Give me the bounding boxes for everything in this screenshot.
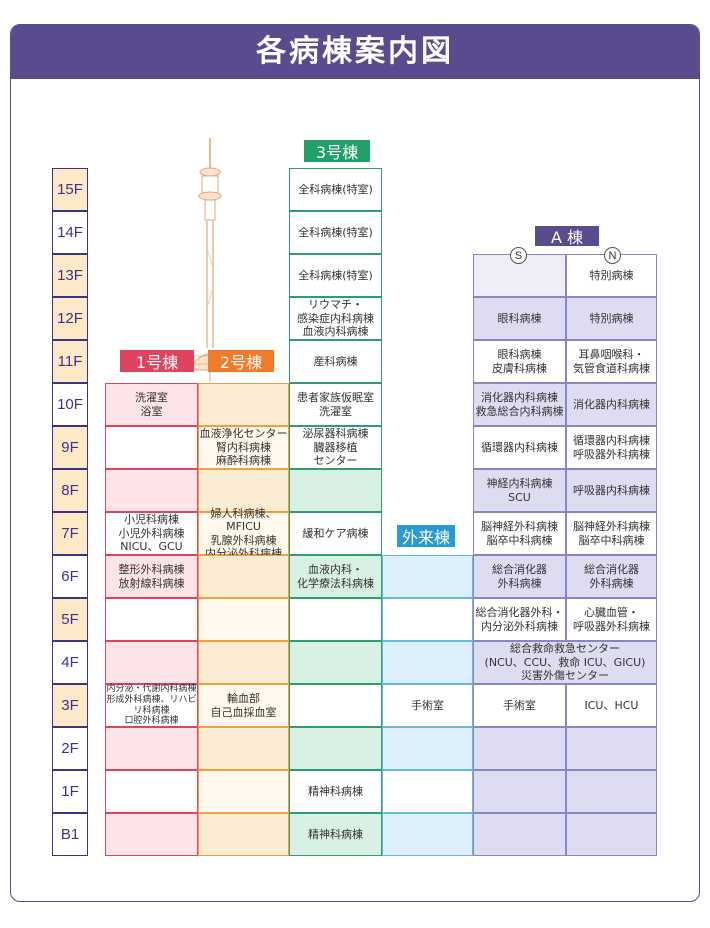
a_n-cell-1f	[566, 770, 657, 813]
b2-cell-10f	[198, 383, 289, 426]
page-title: 各病棟案内図	[11, 25, 699, 79]
a_s-cell-2f	[473, 727, 566, 770]
building-label-outpatient: 外来棟	[397, 525, 455, 547]
b3-cell-1f: 精神科病棟	[289, 770, 382, 813]
a_n-cell-12f: 特別病棟	[566, 297, 657, 340]
b1-cell-5f	[105, 598, 198, 641]
b1-cell-1f	[105, 770, 198, 813]
a_n-cell-5f: 心臓血管・ 呼吸器外科病棟	[566, 598, 657, 641]
b3-cell-b1: 精神科病棟	[289, 813, 382, 856]
floor-label-12f: 12F	[52, 297, 88, 340]
floor-label-3f: 3F	[52, 684, 88, 727]
a_s-cell-6f: 総合消化器 外科病棟	[473, 555, 566, 598]
floor-label-7f: 7F	[52, 512, 88, 555]
a_n-cell-3f: ICU、HCU	[566, 684, 657, 727]
floor-label-6f: 6F	[52, 555, 88, 598]
outpatient-cell-2f	[382, 727, 473, 770]
a_n-cell-6f: 総合消化器 外科病棟	[566, 555, 657, 598]
building-label-b2: 2号棟	[208, 350, 274, 372]
b3-cell-13f: 全科病棟(特室)	[289, 254, 382, 297]
a-cell-4f-merged: 総合救命救急センター (NCU、CCU、救命 ICU、GICU) 災害外傷センタ…	[473, 641, 657, 684]
a_n-cell-2f	[566, 727, 657, 770]
outpatient-cell-1f	[382, 770, 473, 813]
b2-cell-5f	[198, 598, 289, 641]
b2-cell-6f	[198, 555, 289, 598]
a_s-cell-11f: 眼科病棟 皮膚科病棟	[473, 340, 566, 383]
floor-label-10f: 10F	[52, 383, 88, 426]
floor-label-9f: 9F	[52, 426, 88, 469]
b3-cell-12f: リウマチ・ 感染症内科病棟 血液内科病棟	[289, 297, 382, 340]
b3-cell-5f	[289, 598, 382, 641]
b3-cell-15f: 全科病棟(特室)	[289, 168, 382, 211]
a_s-cell-7f: 脳神経外科病棟 脳卒中科病棟	[473, 512, 566, 555]
outpatient-cell-6f	[382, 555, 473, 598]
floor-label-13f: 13F	[52, 254, 88, 297]
b3-cell-6f: 血液内科・ 化学療法科病棟	[289, 555, 382, 598]
b1-cell-10f: 洗濯室 浴室	[105, 383, 198, 426]
a_s-cell-8f: 神経内科病棟 SCU	[473, 469, 566, 512]
a_s-cell-12f: 眼科病棟	[473, 297, 566, 340]
b1-cell-3f: 内分泌・代謝内科病棟 形成外科病棟、リハビリ科病棟 口腔外科病棟	[105, 683, 198, 727]
b2-cell-9f: 血液浄化センター 腎内科病棟 麻酔科病棟	[198, 426, 289, 469]
a-north-mark-icon: N	[604, 247, 621, 264]
b1-cell-6f: 整形外科病棟 放射線科病棟	[105, 555, 198, 598]
a_s-cell-b1	[473, 813, 566, 856]
a_s-cell-10f: 消化器内科病棟 救急総合内科病棟	[473, 383, 566, 426]
floor-label-14f: 14F	[52, 211, 88, 254]
b3-cell-9f: 泌尿器科病棟 臓器移植 センター	[289, 426, 382, 469]
building-label-a: A 棟	[535, 226, 599, 247]
b3-cell-8f	[289, 469, 382, 512]
outpatient-cell-4f	[382, 641, 473, 684]
b3-cell-7f: 緩和ケア病棟	[289, 512, 382, 555]
floor-label-15f: 15F	[52, 168, 88, 211]
b2-cell-4f	[198, 641, 289, 684]
outpatient-cell-5f	[382, 598, 473, 641]
a_s-cell-9f: 循環器内科病棟	[473, 426, 566, 469]
b3-cell-2f	[289, 727, 382, 770]
b3-cell-14f: 全科病棟(特室)	[289, 211, 382, 254]
a_n-cell-10f: 消化器内科病棟	[566, 383, 657, 426]
b1-cell-4f	[105, 641, 198, 684]
b2-cell-3f: 輸血部 自己血採血室	[198, 684, 289, 727]
floor-label-b1: B1	[52, 813, 88, 856]
floor-label-2f: 2F	[52, 727, 88, 770]
a_n-cell-7f: 脳神経外科病棟 脳卒中科病棟	[566, 512, 657, 555]
b2-cell-b1	[198, 813, 289, 856]
b2-cell-8f	[198, 469, 289, 512]
floor-label-4f: 4F	[52, 641, 88, 684]
a-south-mark-icon: S	[510, 247, 527, 264]
floor-label-1f: 1F	[52, 770, 88, 813]
outpatient-cell-3f: 手術室	[382, 684, 473, 727]
floor-label-8f: 8F	[52, 469, 88, 512]
a_n-cell-11f: 耳鼻咽喉科・ 気管食道科病棟	[566, 340, 657, 383]
floor-label-5f: 5F	[52, 598, 88, 641]
building-label-b3: 3号棟	[304, 140, 370, 162]
a_n-cell-8f: 呼吸器内科病棟	[566, 469, 657, 512]
a_n-cell-b1	[566, 813, 657, 856]
b3-cell-10f: 患者家族仮眠室 洗濯室	[289, 383, 382, 426]
a_n-cell-9f: 循環器内科病棟 呼吸器外科病棟	[566, 426, 657, 469]
b1-cell-8f	[105, 469, 198, 512]
a_s-cell-5f: 総合消化器外科・ 内分泌外科病棟	[473, 598, 566, 641]
a_s-cell-3f: 手術室	[473, 684, 566, 727]
b1-cell-2f	[105, 727, 198, 770]
floor-label-11f: 11F	[52, 340, 88, 383]
building-label-b1: 1号棟	[120, 350, 194, 372]
b2-cell-2f	[198, 727, 289, 770]
tower-illustration	[187, 138, 233, 382]
b2-cell-7f: 婦人科病棟、MFICU 乳腺外科病棟 内分泌外科病棟	[198, 507, 289, 560]
a_s-cell-1f	[473, 770, 566, 813]
outpatient-cell-b1	[382, 813, 473, 856]
b1-cell-9f	[105, 426, 198, 469]
b3-cell-11f: 産科病棟	[289, 340, 382, 383]
b3-cell-4f	[289, 641, 382, 684]
b2-cell-1f	[198, 770, 289, 813]
b3-cell-3f	[289, 684, 382, 727]
b1-cell-b1	[105, 813, 198, 856]
b1-cell-7f: 小児科病棟 小児外科病棟 NICU、GCU	[105, 512, 198, 555]
